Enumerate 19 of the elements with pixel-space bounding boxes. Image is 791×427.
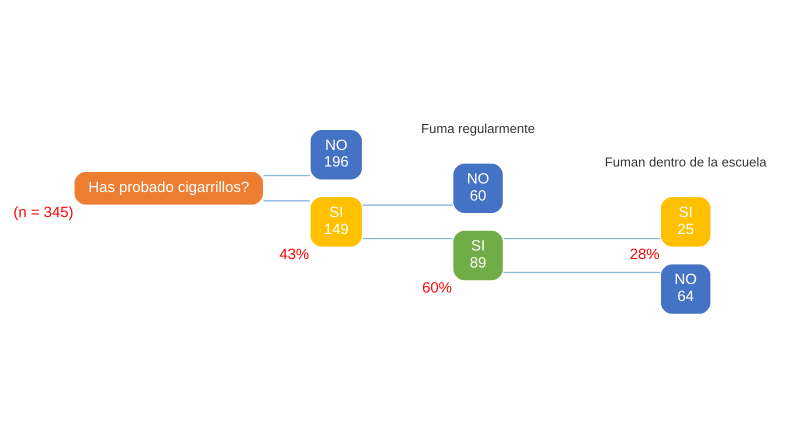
connector bbox=[362, 204, 454, 206]
node-label: 43% bbox=[279, 246, 310, 264]
node-box: NO 60 bbox=[452, 162, 504, 214]
node-label: 60% bbox=[422, 280, 452, 297]
connector bbox=[263, 200, 310, 202]
connector bbox=[503, 238, 661, 240]
label: Fuma regularmente bbox=[421, 120, 536, 136]
node-label: (n = 345) bbox=[13, 204, 74, 222]
connector bbox=[503, 272, 661, 273]
label: Fuman dentro de la escuela bbox=[604, 154, 767, 170]
node-box: SI 149 bbox=[310, 196, 363, 248]
connector bbox=[263, 175, 310, 176]
node-box: Has probado cigarrillos? bbox=[74, 171, 264, 206]
node-box: NO 196 bbox=[310, 129, 363, 180]
connector bbox=[362, 238, 454, 240]
node-label: 28% bbox=[630, 246, 660, 264]
node-box: SI 89 bbox=[452, 230, 504, 282]
node-box: NO 64 bbox=[660, 263, 712, 315]
node-box: SI 25 bbox=[660, 196, 712, 248]
